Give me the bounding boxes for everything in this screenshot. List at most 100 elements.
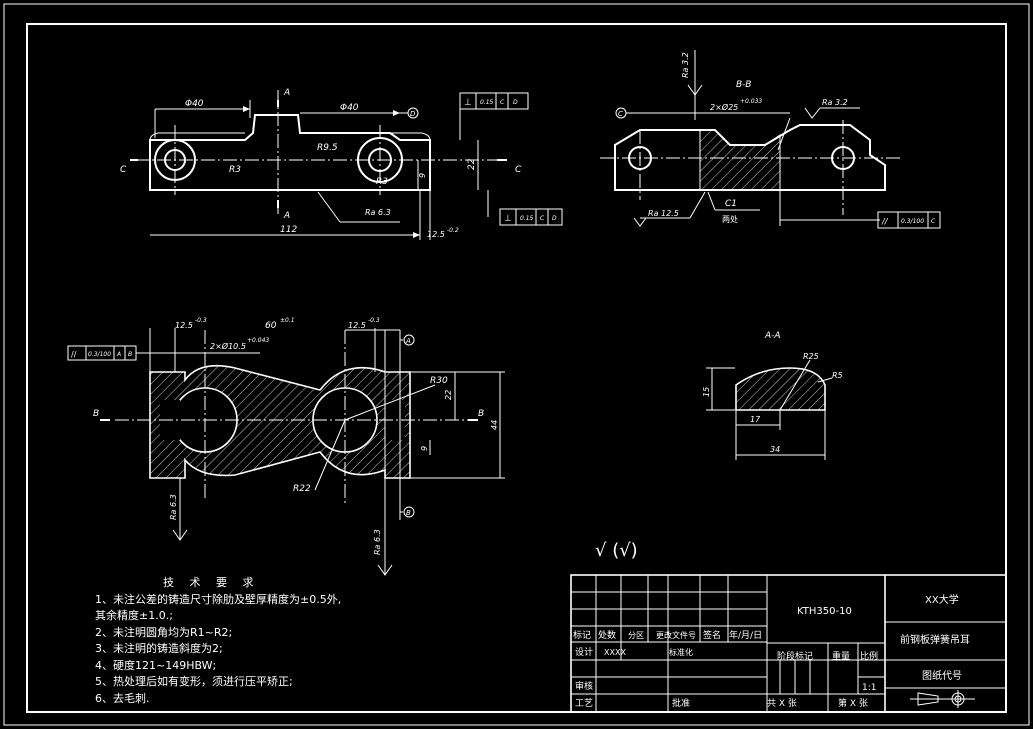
fcf-bottom-tol: 0.15 <box>520 215 534 222</box>
dim-22: 22 <box>467 158 477 170</box>
section-bb-view: B-B Ra 3.2 2×Ø25 +0.033 C Ra 3.2 Ra 12.5… <box>600 50 941 229</box>
design-label: 设计 <box>575 646 593 658</box>
process-label: 工艺 <box>575 698 593 709</box>
drawing-number: KTH350-10 <box>797 606 852 617</box>
ra-6-3-right: Ra 6.3 <box>373 529 382 555</box>
dim-12-5-tol: -0.2 <box>447 227 459 234</box>
dim-phi40-right: Φ40 <box>340 103 359 113</box>
fcf-bb-sym: // <box>881 217 889 226</box>
chamfer-c1: C1 <box>725 199 737 209</box>
dim-9: 9 <box>418 173 427 178</box>
datum-a: A <box>405 337 411 345</box>
hole-tol: +0.033 <box>740 98 762 105</box>
hdr-count: 处数 <box>598 629 616 641</box>
fcf-bb-c: C <box>931 218 936 225</box>
dim-12-5-left: 12.5 <box>175 321 193 330</box>
weight-label: 重量 <box>832 650 850 662</box>
dim-12-5-right-tol: -0.3 <box>368 317 380 324</box>
ra-12-5: Ra 12.5 <box>648 209 679 218</box>
dim-12-5: 12.5 <box>427 230 445 239</box>
dim-r30: R30 <box>430 376 448 386</box>
drawing-code-label: 图纸代号 <box>922 669 962 682</box>
dim-17: 17 <box>750 415 761 424</box>
approve-label: 批准 <box>672 697 690 709</box>
dim-34: 34 <box>770 445 780 454</box>
note-line: 3、未注明的铸造斜度为2; <box>95 642 223 655</box>
section-b-left: B <box>93 409 99 419</box>
top-view: Φ40 Φ40 D R3 R9.5 R3 9 22 112 12.5 -0.2 … <box>120 88 563 240</box>
ra-3-2-right: Ra 3.2 <box>822 98 848 107</box>
section-aa-label: A-A <box>764 331 781 341</box>
section-b-right: B <box>478 409 484 419</box>
note-line: 1、未注公差的铸造尺寸除肋及壁厚精度为±0.5外, <box>95 592 342 606</box>
fcf-bottom-c: C <box>540 215 545 222</box>
review-label: 审核 <box>575 680 593 692</box>
section-c-left: C <box>120 165 127 175</box>
scale-value: 1:1 <box>862 683 876 693</box>
ra-6-3-left: Ra 6.3 <box>169 494 178 520</box>
dim-r25: R25 <box>803 352 819 361</box>
scale-label: 比例 <box>860 650 878 662</box>
hdr-mark: 标记 <box>573 629 591 641</box>
dim-15: 15 <box>702 387 711 397</box>
note-line: 2、未注明圆角均为R1~R2; <box>95 625 233 639</box>
sheet-number: 第 X 张 <box>838 697 868 709</box>
dim-12-5-left-tol: -0.3 <box>195 317 207 324</box>
datum-d: D <box>410 110 416 118</box>
fcf-bottom-sym: ⊥ <box>504 214 512 224</box>
fcf-top-sym: ⊥ <box>464 98 472 108</box>
fcf-front-tol: 0.3/100 <box>88 351 111 358</box>
dim-9-front: 9 <box>420 446 429 451</box>
inner-frame <box>26 23 1007 713</box>
stage-mark-label: 阶段标记 <box>777 650 813 662</box>
total-sheets: 共 X 张 <box>767 698 797 709</box>
dim-60-tol: ±0.1 <box>280 317 295 324</box>
section-c-right: C <box>515 165 522 175</box>
fcf-front-sym: // <box>71 350 77 359</box>
technical-requirements: 技 术 要 求 1、未注公差的铸造尺寸除肋及壁厚精度为±0.5外, 其余精度±1… <box>95 575 535 707</box>
fcf-top-tol: 0.15 <box>480 99 494 106</box>
section-a-bottom: A <box>283 211 290 221</box>
dim-phi40-left: Φ40 <box>185 99 204 109</box>
fcf-front-a: A <box>116 351 121 358</box>
holes-tol: +0.043 <box>247 337 269 344</box>
dim-22-front: 22 <box>444 390 453 400</box>
title-block: KTH350-10 XX大学 前钢板弹簧吊耳 图纸代号 标记 处数 分区 更改文… <box>570 574 1007 713</box>
dim-60: 60 <box>265 321 277 331</box>
hdr-change-doc: 更改文件号 <box>656 630 696 640</box>
dim-112: 112 <box>280 225 297 235</box>
dim-r3-left: R3 <box>229 165 241 175</box>
standardize-label: 标准化 <box>669 647 693 657</box>
front-view: 12.5 -0.3 60 ±0.1 12.5 -0.3 2×Ø10.5 +0.0… <box>67 317 505 576</box>
fcf-top-d: D <box>513 99 518 106</box>
dim-12-5-right: 12.5 <box>348 321 366 330</box>
ra-6-3: Ra 6.3 <box>365 208 391 217</box>
datum-c: C <box>618 110 623 118</box>
fcf-bottom-d: D <box>552 215 557 222</box>
holes-dim: 2×Ø10.5 <box>210 341 246 351</box>
part-name: 前钢板弹簧吊耳 <box>900 633 970 646</box>
note-line: 6、去毛刺. <box>95 691 150 705</box>
roughness-note: √ (√) <box>595 540 638 561</box>
hdr-zone: 分区 <box>628 631 644 640</box>
note-line: 5、热处理后如有变形，须进行压平矫正; <box>95 675 293 688</box>
chamfer-note: 两处 <box>722 214 738 224</box>
hole-dim: 2×Ø25 <box>710 102 738 112</box>
note-line: 4、硬度121~149HBW; <box>95 658 217 672</box>
hdr-signature: 签名 <box>703 629 721 641</box>
ra-3-2-vert: Ra 3.2 <box>681 52 690 78</box>
fcf-bb-tol: 0.3/100 <box>901 218 924 225</box>
school-name: XX大学 <box>925 593 959 606</box>
outer-frame <box>3 3 1030 726</box>
designer-name: XXXX <box>604 648 626 657</box>
dim-r22: R22 <box>293 484 311 494</box>
dim-r3-right: R3 <box>376 177 388 187</box>
dim-44: 44 <box>490 420 499 430</box>
datum-b: B <box>406 509 411 517</box>
dim-r9-5: R9.5 <box>317 143 338 153</box>
fcf-front-b: B <box>128 351 132 358</box>
note-line: 其余精度±1.0.; <box>95 609 173 622</box>
fcf-top-c: C <box>500 99 505 106</box>
section-aa-view: A-A R25 R5 15 17 34 <box>702 331 843 460</box>
